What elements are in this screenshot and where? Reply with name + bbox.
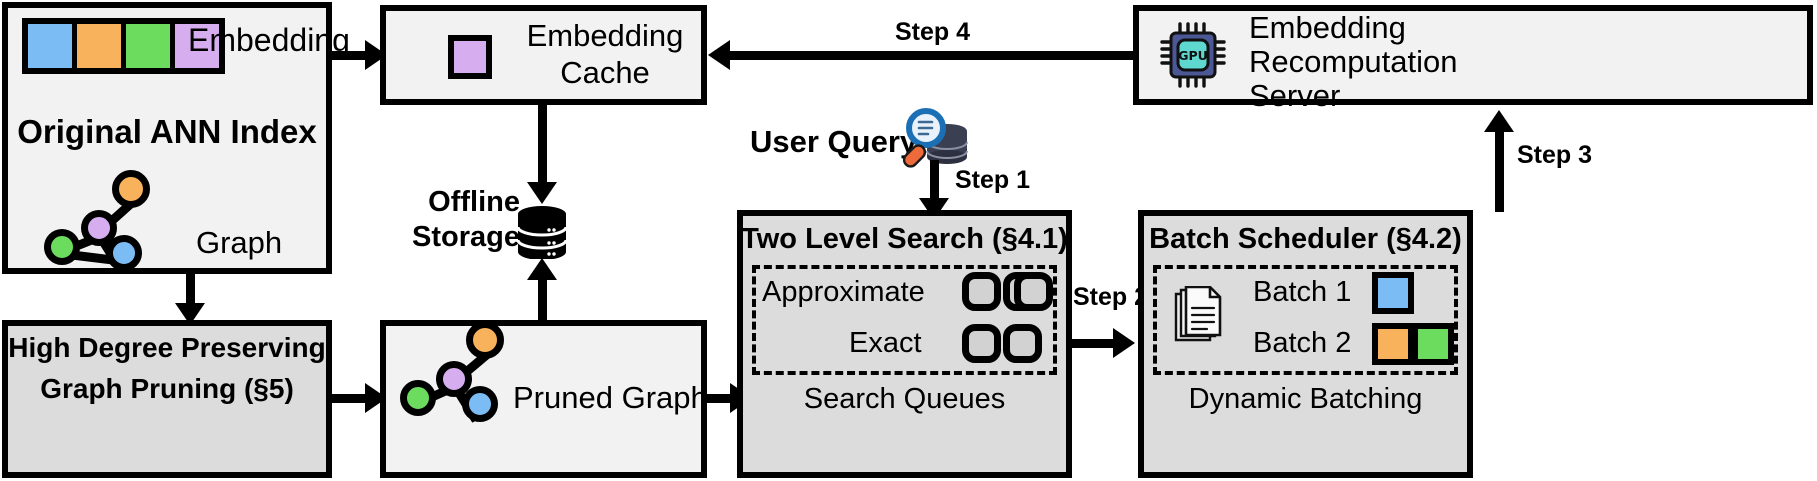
embedding-cache-panel (380, 5, 707, 105)
search-queue-token[interactable] (962, 272, 1001, 311)
embedding-swatch-row (22, 18, 225, 74)
original-graph (0, 0, 332, 272)
user-query-label: User Query (750, 124, 918, 159)
arrow-index-to-pruning (186, 274, 195, 306)
step2-label: Step 2 (1073, 283, 1149, 311)
arrow-prunedgraph-to-storage-head (527, 258, 557, 280)
batch-scheduler-title: Batch Scheduler (§4.2) (1149, 223, 1462, 255)
arrow-cache-to-storage-head (527, 182, 557, 204)
embedding-cache-title-line1: Embedding (526, 18, 684, 53)
offline-storage-label-line2: Storage (412, 221, 520, 253)
step4-label: Step 4 (895, 18, 971, 46)
search-queues-footer: Search Queues (803, 383, 1006, 415)
search-queues-group (752, 265, 1057, 375)
batch-1-label: Batch 1 (1253, 276, 1352, 308)
embedding-swatch-4 (175, 24, 219, 68)
svg-text:GPU: GPU (1178, 48, 1208, 63)
arrow-step4-head (708, 40, 730, 70)
pruned-node-blue (462, 386, 498, 422)
arrow-index-to-cache (332, 51, 367, 60)
recompute-server-title-line2: Recomputation (1249, 44, 1458, 79)
recompute-server-title-line1: Embedding (1249, 10, 1406, 45)
embedding-cache-title-line2: Cache (560, 55, 650, 90)
graph-node-blue (106, 235, 142, 271)
embedding-swatch-1 (28, 24, 77, 68)
step3-label: Step 3 (1517, 141, 1593, 169)
search-row-label-approximate: Approximate (762, 276, 925, 308)
two-level-search-title: Two Level Search (§4.1) (741, 223, 1068, 255)
graph-label: Graph (196, 225, 283, 260)
search-queue-token[interactable] (962, 324, 1001, 363)
magnifier-database-icon (899, 104, 971, 170)
search-queue-token[interactable] (1014, 272, 1053, 311)
embedding-swatch-3 (126, 24, 175, 68)
arrow-prunedgraph-to-storage (538, 275, 547, 323)
arrow-step2 (1072, 339, 1119, 348)
arrow-step1 (930, 160, 939, 202)
gpu-chip-icon: GPU (1160, 22, 1228, 88)
arrow-step4 (730, 51, 1133, 60)
graph-pruning-title-line1: High Degree Preserving (8, 332, 326, 363)
search-row-label-exact: Exact (849, 327, 922, 359)
graph-pruning-panel (2, 320, 332, 478)
batch-2-swatch-green (1412, 323, 1454, 365)
embedding-label: Embedding (188, 22, 350, 58)
pruned-node-orange (466, 321, 504, 359)
batch-1-swatch-blue (1372, 272, 1414, 314)
arrow-step3-head (1484, 110, 1514, 132)
arrow-step3 (1495, 128, 1504, 212)
batch-2-label: Batch 2 (1253, 327, 1352, 359)
arrow-pruning-to-prunedgraph (332, 394, 367, 403)
graph-pruning-title-line2: Graph Pruning (§5) (40, 373, 294, 404)
graph-node-orange (112, 170, 150, 208)
search-queue-token[interactable] (1003, 324, 1042, 363)
pruned-node-purple (436, 361, 472, 397)
arrow-step2-head (1113, 328, 1135, 358)
arrow-cache-to-storage (538, 105, 547, 185)
arrow-index-to-pruning-head (175, 303, 205, 325)
offline-storage-label-line1: Offline (428, 186, 520, 218)
documents-icon (1172, 285, 1224, 348)
pruned-node-green (400, 380, 436, 416)
batch-2-swatch-orange (1372, 323, 1414, 365)
step1-label: Step 1 (955, 166, 1031, 194)
dynamic-batching-footer: Dynamic Batching (1188, 383, 1423, 415)
graph-node-green (44, 229, 80, 265)
dynamic-batching-group (1153, 265, 1458, 375)
arrow-prunedgraph-to-search (707, 394, 733, 403)
pruned-graph-nodes (380, 320, 707, 478)
original-ann-index-title: Original ANN Index (17, 113, 317, 150)
recompute-server-panel (1133, 5, 1813, 105)
embedding-cache-swatch (448, 35, 492, 79)
embedding-swatch-2 (77, 24, 126, 68)
pruned-graph-label: Pruned Graph (513, 380, 708, 415)
recompute-server-title-line3: Server (1249, 78, 1341, 113)
database-icon (516, 205, 568, 260)
